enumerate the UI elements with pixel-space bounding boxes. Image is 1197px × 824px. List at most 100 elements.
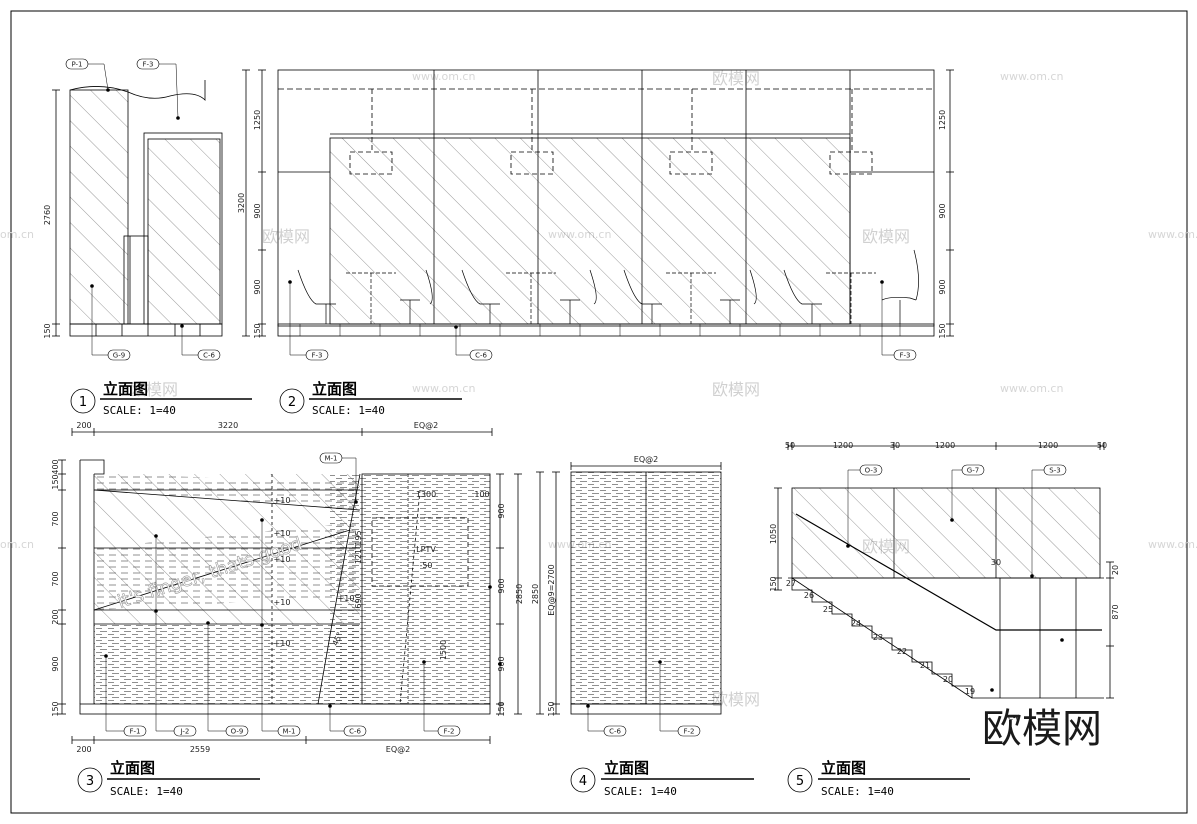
tag-g7: G-7 xyxy=(967,467,979,475)
title-block-1: 1 立面图 SCALE: 1=40 xyxy=(70,380,252,417)
dim-eq2-bottom: EQ@2 xyxy=(386,745,410,754)
dim-1210: 1210 xyxy=(354,544,363,564)
dim-900-left-a: 900 xyxy=(253,203,262,218)
dim-20: 20 xyxy=(1111,565,1120,575)
view-2-labels: 1250 3200 900 900 150 1250 900 900 150 F… xyxy=(237,110,947,361)
dim-900-right-b: 900 xyxy=(938,279,947,294)
lptv-label: LPTV xyxy=(416,545,436,554)
step-number: 25 xyxy=(823,605,833,614)
dim-900-right-a: 900 xyxy=(938,203,947,218)
view-title: 立面图 xyxy=(604,759,649,777)
dim-150: 150 xyxy=(43,323,52,338)
view-number: 3 xyxy=(86,774,94,789)
dim-150-b: 150 xyxy=(51,701,60,716)
step-number: 21 xyxy=(920,661,930,670)
watermark-brand: 欧模网 xyxy=(712,380,760,399)
dim-700-b: 700 xyxy=(51,571,60,586)
view-title: 立面图 xyxy=(103,380,148,398)
view-title: 立面图 xyxy=(312,380,357,398)
tag-j2: J-2 xyxy=(180,728,190,736)
dim-2559: 2559 xyxy=(190,745,210,754)
dim-3220: 3220 xyxy=(218,421,238,430)
watermark-url-partial: om.cn xyxy=(0,228,34,241)
level-mark: +10 xyxy=(274,529,291,538)
dim-2760: 2760 xyxy=(43,205,52,225)
dim-150-left: 150 xyxy=(253,323,262,338)
dim-1050: 1050 xyxy=(769,524,778,544)
dim-eq2: EQ@2 xyxy=(634,455,658,464)
stair-step-numbers: 27 26 25 24 23 22 21 20 19 xyxy=(786,579,975,696)
view-number: 5 xyxy=(796,774,804,789)
tag-f3-right: F-3 xyxy=(899,352,910,360)
dim-50-left: 50 xyxy=(785,441,795,450)
dim-50-right: 50 xyxy=(1097,441,1107,450)
level-mark: +10 xyxy=(274,639,291,648)
tag-g9: G-9 xyxy=(113,352,125,360)
title-block-5: 5 立面图 SCALE: 1=40 xyxy=(787,759,970,798)
tag-f3-left: F-3 xyxy=(311,352,322,360)
tag-s3: S-3 xyxy=(1049,467,1060,475)
level-mark: +10 xyxy=(274,555,291,564)
dim-150: 150 xyxy=(547,701,556,716)
dim-150-right: 150 xyxy=(497,701,506,716)
step-number: 24 xyxy=(851,619,861,628)
view-scale: SCALE: 1=40 xyxy=(103,404,176,417)
title-block-4: 4 立面图 SCALE: 1=40 xyxy=(570,759,754,798)
dim-1250-right: 1250 xyxy=(938,110,947,130)
dim-eq9-2700: EQ@9=2700 xyxy=(547,564,556,616)
title-block-2: 2 立面图 SCALE: 1=40 xyxy=(279,380,462,417)
dim-870: 870 xyxy=(1111,604,1120,619)
dim-400: 400 xyxy=(51,459,60,474)
step-number: 22 xyxy=(897,647,907,656)
elevation-view-4 xyxy=(536,462,722,715)
dim-150: 150 xyxy=(769,576,778,591)
step-number: 19 xyxy=(965,687,975,696)
lptv-value: -50 xyxy=(419,561,432,570)
watermark-logo: 欧模网 xyxy=(982,706,1102,752)
view-number: 1 xyxy=(79,395,87,410)
dim-900-left-b: 900 xyxy=(253,279,262,294)
tag-c6: C-6 xyxy=(1008,714,1020,722)
level-mark: +10 xyxy=(338,594,355,603)
view-4-labels: EQ@2 2850 EQ@9=2700 150 C-6 F-2 xyxy=(531,455,701,737)
sheet-border xyxy=(10,10,1188,814)
watermark-url: www.om.cn xyxy=(1000,70,1063,83)
level-mark: +10 xyxy=(274,598,291,607)
tag-c6: C-6 xyxy=(203,352,215,360)
dim-150-right: 150 xyxy=(938,323,947,338)
dim-2850: 2850 xyxy=(515,584,524,604)
bar-stools xyxy=(297,249,919,324)
elevation-view-3 xyxy=(58,428,522,744)
elevation-view-5 xyxy=(774,442,1114,699)
dim-3200: 3200 xyxy=(237,193,246,213)
view-scale: SCALE: 1=40 xyxy=(110,785,183,798)
step-number: 26 xyxy=(804,591,814,600)
level-mark: +10 xyxy=(274,496,291,505)
view-number: 4 xyxy=(579,774,587,789)
dim-100: 100 xyxy=(474,490,489,499)
step-number: 20 xyxy=(943,675,953,684)
dim-1200-b: 1200 xyxy=(935,441,955,450)
watermark-url: www.om.cn xyxy=(412,382,475,395)
dim-900-right-a: 900 xyxy=(497,503,506,518)
dim-1200-a: 1200 xyxy=(833,441,853,450)
dim-690: 690 xyxy=(354,593,363,608)
watermark-brand: 欧模网 xyxy=(862,227,910,246)
elevation-view-1 xyxy=(52,80,223,337)
view-scale: SCALE: 1=40 xyxy=(604,785,677,798)
watermark-url: www.om.cn xyxy=(412,70,475,83)
dim-200-top: 200 xyxy=(76,421,91,430)
dim-1200-c: 1200 xyxy=(1038,441,1058,450)
dim-150-a: 150 xyxy=(51,474,60,489)
dim-1250-left: 1250 xyxy=(253,110,262,130)
view-1-labels: 2760 150 P-1 F-3 G-9 C-6 xyxy=(43,58,221,361)
watermark-brand: 欧模网 xyxy=(262,227,310,246)
tag-o9: O-9 xyxy=(231,728,244,736)
tag-c6: C-6 xyxy=(609,728,621,736)
watermark-brand: 欧模网 xyxy=(130,380,178,399)
view-title: 立面图 xyxy=(821,759,866,777)
dim-30-mid: 30 xyxy=(991,558,1001,567)
title-block-3: 3 立面图 SCALE: 1=40 xyxy=(77,759,260,798)
view-number: 2 xyxy=(288,395,296,410)
